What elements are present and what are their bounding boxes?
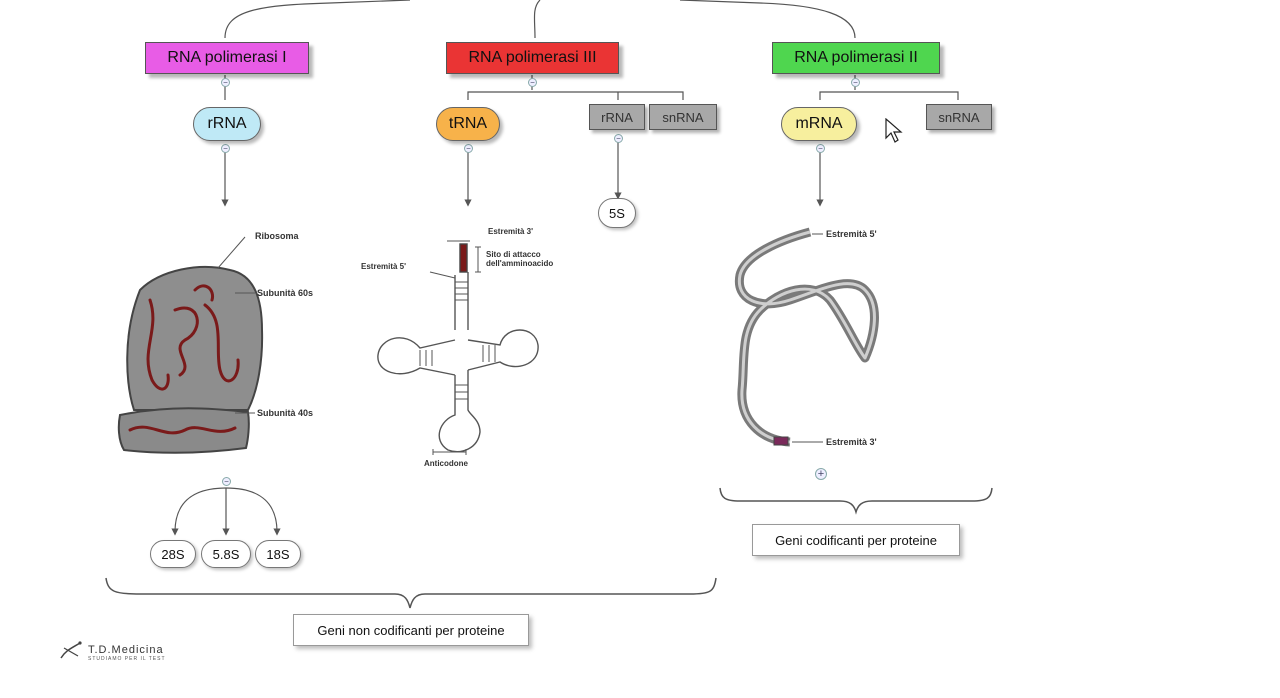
- snrna-pol3-node[interactable]: snRNA: [649, 104, 717, 130]
- td-medicina-logo-icon: [60, 641, 82, 659]
- expand-toggle-mrna[interactable]: +: [815, 468, 827, 480]
- rrna-node[interactable]: rRNA: [193, 107, 261, 141]
- collapse-toggle-rrna[interactable]: −: [221, 144, 230, 153]
- curly-braces: [105, 487, 993, 609]
- collapse-toggle-pol1[interactable]: −: [221, 78, 230, 87]
- label-mrna-estremita-5: Estremità 5': [826, 229, 877, 239]
- node-5-8s[interactable]: 5.8S: [201, 540, 251, 568]
- down-arrows: [221, 140, 824, 207]
- label-sito-attacco: Sito di attacco dell'amminoacido: [486, 250, 554, 268]
- node-5s[interactable]: 5S: [598, 198, 636, 228]
- label-subunita-40s: Subunità 40s: [257, 408, 314, 418]
- geni-codificanti-box[interactable]: Geni codificanti per proteine: [752, 524, 960, 556]
- label-subunita-60s: Subunità 60s: [257, 288, 314, 298]
- top-connectors: [224, 0, 959, 100]
- collapse-toggle-pol2[interactable]: −: [851, 78, 860, 87]
- label-mrna-estremita-3: Estremità 3': [826, 437, 877, 447]
- trna-node[interactable]: tRNA: [436, 107, 500, 141]
- mouse-cursor-icon: [885, 118, 903, 143]
- rna-polimerasi-i-box[interactable]: RNA polimerasi I: [145, 42, 309, 74]
- snrna-pol2-node[interactable]: snRNA: [926, 104, 992, 130]
- collapse-toggle-trna[interactable]: −: [464, 144, 473, 153]
- ribosome-illustration: [117, 236, 264, 454]
- node-28s[interactable]: 28S: [150, 540, 196, 568]
- collapse-toggle-mrna[interactable]: −: [816, 144, 825, 153]
- collapse-toggle-pol3[interactable]: −: [528, 78, 537, 87]
- mrna-node[interactable]: mRNA: [781, 107, 857, 141]
- logo-title: T.D.Medicina: [88, 644, 164, 656]
- rna-polimerasi-ii-box[interactable]: RNA polimerasi II: [772, 42, 940, 74]
- label-trna-estremita-3: Estremità 3': [488, 227, 534, 236]
- label-trna-estremita-5: Estremità 5': [361, 262, 407, 271]
- collapse-toggle-ribosome[interactable]: −: [222, 477, 231, 486]
- logo-subtitle: STUDIAMO PER IL TEST: [88, 656, 166, 662]
- mrna-illustration: [734, 227, 879, 447]
- node-18s[interactable]: 18S: [255, 540, 301, 568]
- trna-illustration: [377, 240, 539, 455]
- collapse-toggle-rrna-small[interactable]: −: [614, 134, 623, 143]
- rrna-pol3-node[interactable]: rRNA: [589, 104, 645, 130]
- label-anticodone: Anticodone: [424, 459, 468, 468]
- rna-polimerasi-iii-box[interactable]: RNA polimerasi III: [446, 42, 619, 74]
- label-ribosoma: Ribosoma: [255, 231, 299, 241]
- geni-non-codificanti-box[interactable]: Geni non codificanti per proteine: [293, 614, 529, 646]
- subunit-branches: [171, 487, 281, 536]
